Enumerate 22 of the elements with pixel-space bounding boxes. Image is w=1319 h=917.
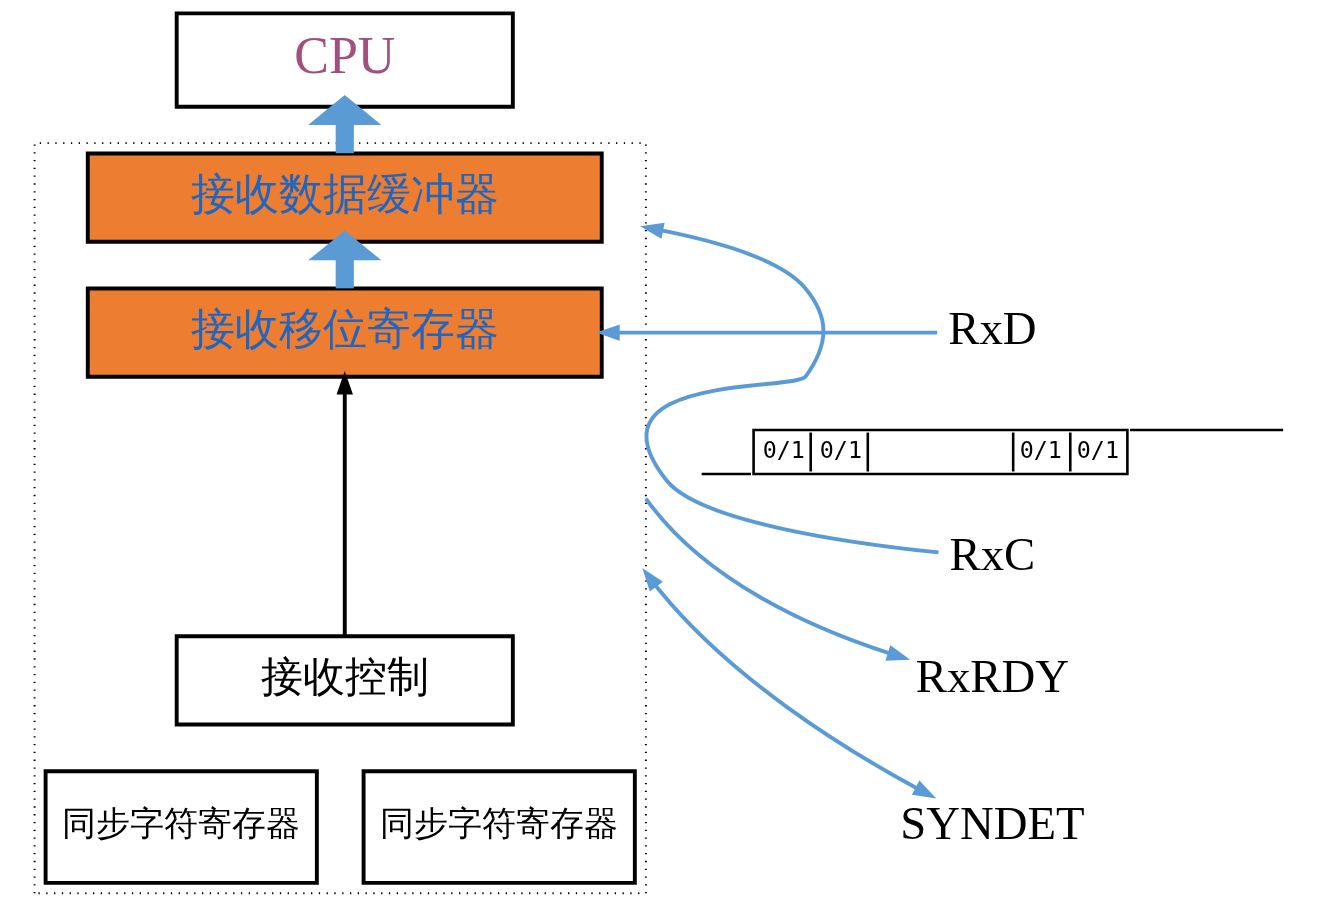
arrow <box>642 567 937 799</box>
label: 0/1 <box>762 435 805 464</box>
node-box: 接收控制 <box>174 634 515 727</box>
node-text: RxRDY <box>915 649 1069 702</box>
label: 0/1 <box>819 435 862 464</box>
node-text: SYNDET <box>900 796 1085 849</box>
label: 0/1 <box>1019 435 1062 464</box>
node-box: 同步字符寄存器 <box>361 769 637 885</box>
node-box: 接收移位寄存器 <box>85 286 604 379</box>
arrow <box>308 230 382 289</box>
node-box: 接收数据缓冲器 <box>85 151 604 244</box>
arrow <box>336 371 353 637</box>
cluster <box>33 142 647 895</box>
label: 0/1 <box>1076 435 1119 464</box>
arrow <box>308 95 382 154</box>
arrow <box>640 222 939 555</box>
node-text: RxC <box>949 527 1036 580</box>
node-box: CPU <box>174 11 515 109</box>
arrow <box>596 324 938 341</box>
arrow <box>644 497 911 661</box>
node-text: RxD <box>948 302 1037 355</box>
node-box: 同步字符寄存器 <box>43 769 319 885</box>
